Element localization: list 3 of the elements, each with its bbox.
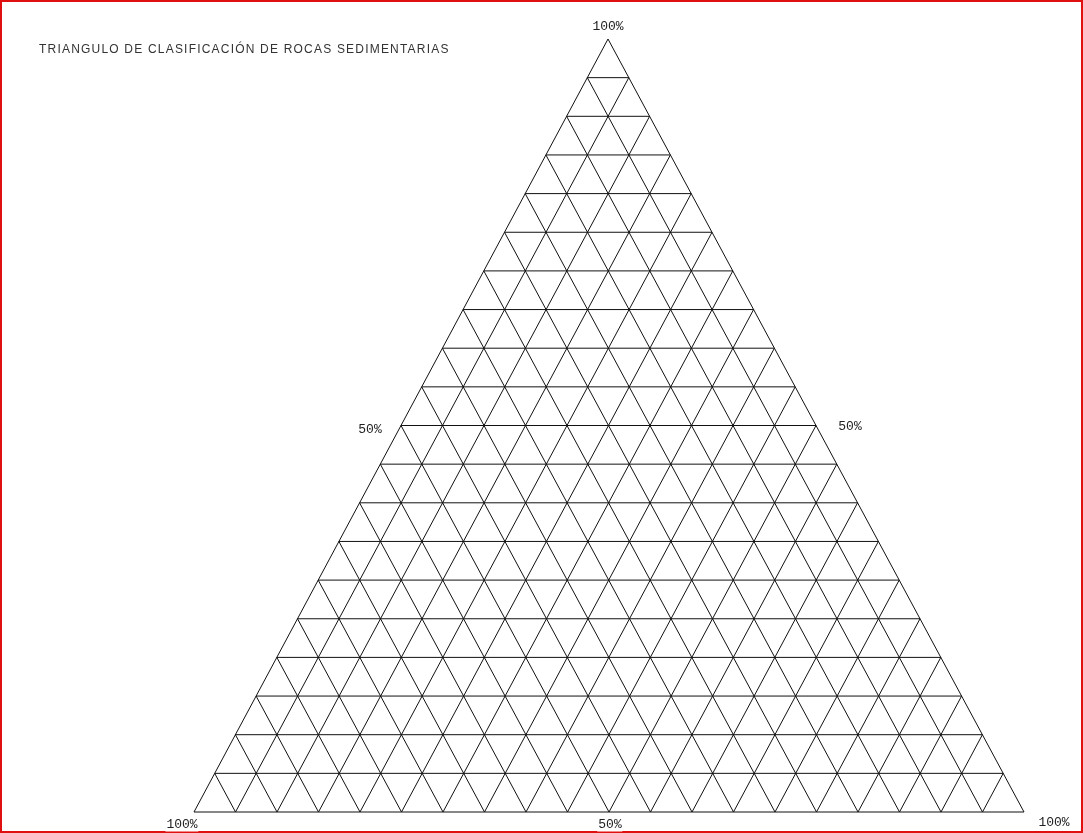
axis-percent-label: 100% (165, 816, 199, 832)
axis-percent-label: 50% (597, 816, 623, 832)
diagram-title: TRIANGULO DE CLASIFICACIÓN DE ROCAS SEDIMENTARIAS (39, 40, 451, 58)
